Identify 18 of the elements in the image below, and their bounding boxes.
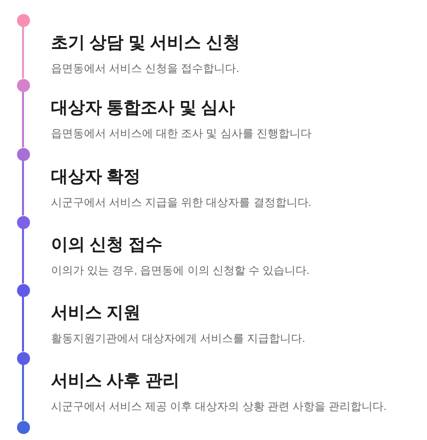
step-title: 이의 신청 접수 bbox=[51, 234, 162, 256]
step-title: 서비스 사후 관리 bbox=[51, 370, 180, 392]
timeline-line bbox=[22, 92, 24, 148]
timeline-line bbox=[22, 228, 24, 284]
step-title: 초기 상담 및 서비스 신청 bbox=[51, 32, 240, 54]
step-description: 시군구에서 서비스 지급을 위한 대상자를 결정합니다. bbox=[51, 196, 312, 211]
step-description: 읍면동에서 서비스에 대한 조사 및 심사를 진행합니다 bbox=[51, 127, 312, 142]
step-description: 이의가 있는 경우, 읍면동에 이의 신청할 수 있습니다. bbox=[51, 264, 310, 279]
timeline-line bbox=[22, 364, 24, 420]
step-description: 읍면동에서 서비스 신청을 접수합니다. bbox=[51, 62, 240, 77]
timeline-line bbox=[22, 26, 24, 78]
timeline-line bbox=[22, 296, 24, 352]
step-description: 시군구에서 서비스 제공 이후 대상자의 상황 관련 사항을 관리합니다. bbox=[51, 400, 387, 415]
step-title: 대상자 확정 bbox=[51, 166, 141, 188]
step-title: 서비스 지원 bbox=[51, 302, 141, 324]
step-title: 대상자 통합조사 및 심사 bbox=[51, 97, 236, 119]
timeline-line bbox=[22, 160, 24, 216]
step-description: 활동지원기관에서 대상자에게 서비스를 지급합니다. bbox=[51, 332, 306, 347]
